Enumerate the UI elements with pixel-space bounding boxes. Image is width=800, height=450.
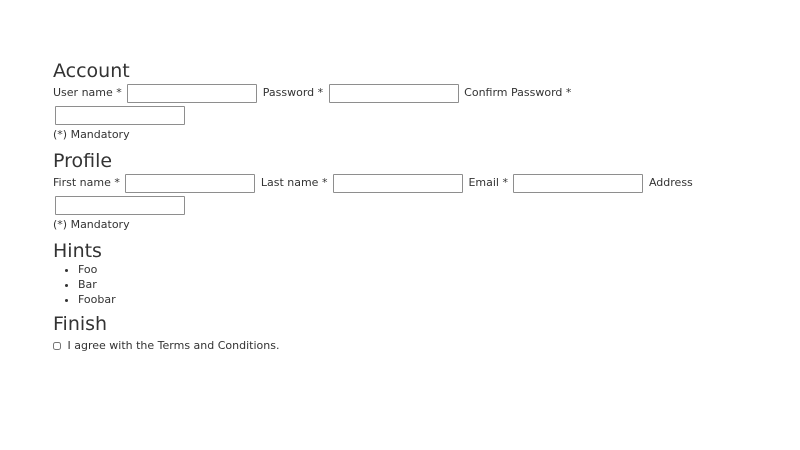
email-input[interactable]: [513, 173, 644, 193]
profile-fields-row: First name * Last name * Email * Address: [53, 172, 693, 216]
email-label: Email *: [468, 176, 508, 189]
agree-label[interactable]: I agree with the Terms and Conditions.: [67, 339, 280, 352]
first-name-input[interactable]: [125, 173, 256, 193]
hint-item: Bar: [78, 277, 693, 292]
password-input[interactable]: [328, 83, 459, 103]
hints-section: Hints Foo Bar Foobar: [53, 240, 693, 307]
finish-section: Finish I agree with the Terms and Condit…: [53, 313, 693, 357]
account-mandatory-note: (*) Mandatory: [53, 128, 130, 141]
username-label: User name *: [53, 86, 122, 99]
account-fields-row: User name * Password * Confirm Password …: [53, 82, 693, 126]
confirm-password-label: Confirm Password *: [464, 86, 572, 99]
address-label: Address: [648, 176, 693, 189]
registration-form: Account User name * Password * Confirm P…: [53, 60, 693, 363]
agree-row: I agree with the Terms and Conditions.: [53, 335, 693, 357]
profile-mandatory-note: (*) Mandatory: [53, 218, 130, 231]
agree-checkbox[interactable]: [53, 342, 61, 350]
hints-heading: Hints: [53, 240, 102, 262]
password-label: Password *: [262, 86, 324, 99]
finish-heading: Finish: [53, 313, 108, 335]
hint-item: Foo: [78, 262, 693, 277]
account-section: Account User name * Password * Confirm P…: [53, 60, 693, 144]
confirm-password-input[interactable]: [55, 105, 185, 125]
profile-heading: Profile: [53, 150, 113, 172]
address-input[interactable]: [55, 195, 185, 215]
hints-list: Foo Bar Foobar: [53, 262, 693, 307]
account-heading: Account: [53, 60, 130, 82]
profile-section: Profile First name * Last name * Email *…: [53, 150, 693, 234]
first-name-label: First name *: [53, 176, 120, 189]
username-input[interactable]: [127, 83, 258, 103]
last-name-input[interactable]: [332, 173, 463, 193]
last-name-label: Last name *: [260, 176, 328, 189]
hint-item: Foobar: [78, 292, 693, 307]
